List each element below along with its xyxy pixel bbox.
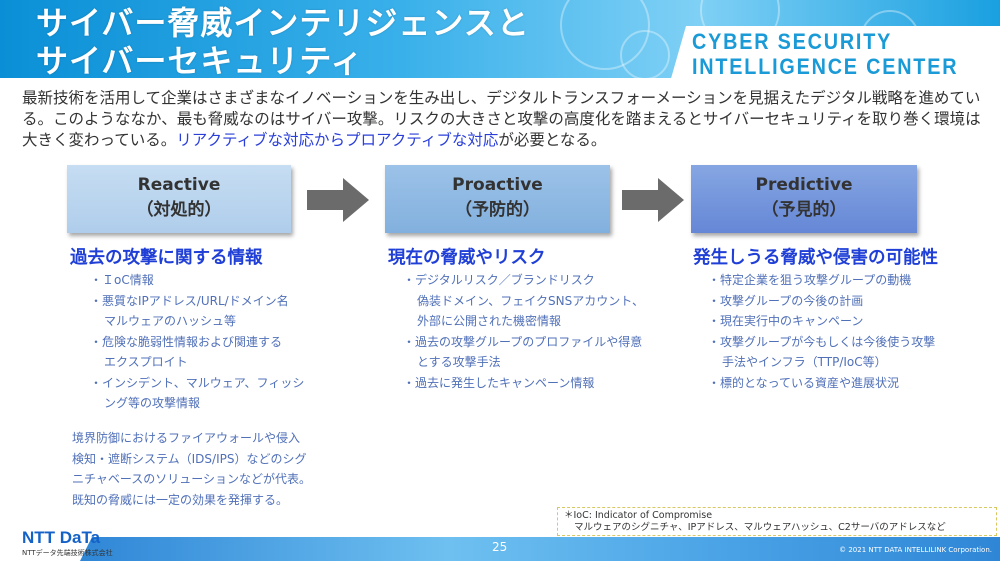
- note-line: 既知の脅威には一定の効果を発揮する。: [72, 492, 289, 507]
- list-item: ング等の攻撃情報: [104, 396, 201, 410]
- intro-highlight: リアクティブな対応からプロアクティブな対応: [176, 131, 499, 149]
- arrow-right-icon: [622, 178, 684, 222]
- list-item: ・現在実行中のキャンペーン: [708, 314, 864, 328]
- list-item: 外部に公開された機密情報: [417, 314, 562, 328]
- list-item: ・過去の攻撃グループのプロファイルや得意: [403, 334, 643, 349]
- list-item: 偽装ドメイン、フェイクSNSアカウント、: [417, 293, 645, 308]
- list-item: ・過去に発生したキャンペーン情報: [403, 375, 595, 390]
- reactive-box: Reactive （対処的）: [67, 165, 291, 233]
- list-item: マルウェアのハッシュ等: [104, 314, 237, 328]
- box-title: Proactive: [452, 175, 543, 195]
- note-line: 検知・遮断システム（IDS/IPS）などのシグ: [72, 451, 307, 466]
- proactive-heading: 現在の脅威やリスク: [388, 248, 546, 268]
- center-badge: CYBER SECURITY INTELLIGENCE CENTER: [670, 26, 1000, 82]
- list-item: とする攻撃手法: [417, 355, 501, 369]
- list-item: ・危険な脆弱性情報および関連する: [90, 334, 283, 349]
- arrow-right-icon: [307, 178, 369, 222]
- proactive-list: ・デジタルリスク／ブランドリスク 偽装ドメイン、フェイクSNSアカウント、 外部…: [403, 270, 644, 393]
- reactive-note: 境界防御におけるファイアウォールや侵入 検知・遮断システム（IDS/IPS）など…: [72, 428, 311, 510]
- footnote-line: マルウェアのシグニチャ、IPアドレス、マルウェアハッシュ、C2サーバのアドレスな…: [574, 522, 946, 533]
- box-subtitle: （予見的）: [761, 200, 847, 220]
- list-item: ・攻撃グループの今後の計画: [708, 293, 864, 308]
- list-item: ・攻撃グループが今もしくは今後使う攻撃: [708, 334, 936, 349]
- slide-title: サイバー脅威インテリジェンスと サイバーセキュリティ: [36, 4, 530, 80]
- list-item: ・特定企業を狙う攻撃グループの動機: [708, 273, 912, 287]
- footnote-line: ＊IoC: Indicator of Compromise: [564, 510, 713, 521]
- predictive-list: ・特定企業を狙う攻撃グループの動機 ・攻撃グループの今後の計画 ・現在実行中のキ…: [708, 270, 935, 393]
- predictive-heading: 発生しうる脅威や侵害の可能性: [693, 248, 938, 268]
- note-line: 境界防御におけるファイアウォールや侵入: [72, 431, 301, 445]
- intro-body: 最新技術を活用して企業はさまざまなイノベーションを生み出し、デジタルトランスフォ…: [22, 89, 981, 149]
- footer-bar: [80, 537, 1000, 561]
- box-title: Predictive: [755, 175, 853, 195]
- list-item: ・インシデント、マルウェア、フィッシ: [90, 375, 305, 390]
- list-item: ・標的となっている資産や進展状況: [708, 375, 900, 390]
- predictive-box: Predictive （予見的）: [691, 165, 917, 233]
- proactive-box: Proactive （予防的）: [385, 165, 610, 233]
- badge-line: INTELLIGENCE CENTER: [692, 54, 959, 79]
- box-subtitle: （予防的）: [455, 200, 540, 220]
- list-item: ・悪質なIPアドレス/URL/ドメイン名: [90, 293, 289, 308]
- list-item: ・ＩoC情報: [90, 273, 154, 287]
- badge-line: CYBER SECURITY: [692, 29, 893, 54]
- reactive-heading: 過去の攻撃に関する情報: [70, 248, 263, 268]
- title-line: サイバー脅威インテリジェンスと: [36, 4, 530, 42]
- copyright: © 2021 NTT DATA INTELLILINK Corporation.: [839, 546, 992, 554]
- ntt-data-logo: NTT DaTa: [22, 528, 101, 547]
- footnote-box: ＊IoC: Indicator of Compromise マルウェアのシグニチ…: [557, 507, 997, 536]
- list-item: エクスプロイト: [104, 355, 188, 369]
- title-line: サイバーセキュリティ: [36, 42, 364, 80]
- list-item: 手法やインフラ（TTP/IoC等）: [722, 355, 887, 369]
- page-number: 25: [492, 540, 508, 554]
- list-item: ・デジタルリスク／ブランドリスク: [403, 273, 595, 287]
- intro-text: 最新技術を活用して企業はさまざまなイノベーションを生み出し、デジタルトランスフォ…: [22, 88, 982, 151]
- box-title: Reactive: [137, 175, 221, 195]
- note-line: ニチャベースのソリューションなどが代表。: [72, 472, 312, 486]
- intro-tail: が必要となる。: [498, 131, 607, 149]
- reactive-list: ・ＩoC情報 ・悪質なIPアドレス/URL/ドメイン名 マルウェアのハッシュ等 …: [90, 270, 304, 414]
- box-subtitle: （対処的）: [136, 200, 222, 220]
- company-name: NTTデータ先端技術株式会社: [22, 549, 113, 557]
